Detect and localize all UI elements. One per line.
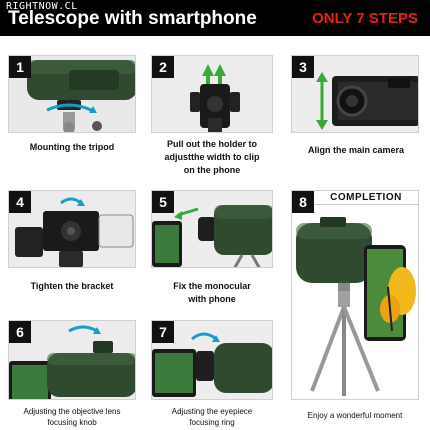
step-number: 8 [292, 191, 314, 213]
step-2-caption: Pull out the holder to adjustthe width t… [164, 139, 260, 175]
step-6-caption: Adjusting the objective lens focusing kn… [23, 407, 121, 427]
step-5-panel: 5 [151, 190, 273, 268]
mounting-tripod-illustration [9, 56, 135, 132]
step-5-caption: Fix the monocular with phone [173, 281, 251, 304]
step-7-panel: 7 [151, 320, 273, 400]
align-camera-illustration [292, 56, 418, 132]
step-8-panel: 8 COMPLETION [291, 190, 419, 400]
header-bar: RIGHTNOW.CL Telescope with smartphone ON… [0, 0, 430, 36]
step-number: 3 [292, 56, 314, 78]
step-number: 5 [152, 191, 174, 213]
step-2-panel: 2 [151, 55, 273, 133]
step-7-caption: Adjusting the eyepiece focusing ring [171, 407, 253, 427]
steps-badge: ONLY 7 STEPS [312, 10, 418, 27]
step-number: 6 [9, 321, 31, 343]
step-4-panel: 4 [8, 190, 136, 268]
step-3-caption: Align the main camera [307, 145, 405, 155]
phone-holder-illustration [152, 56, 272, 132]
brand-watermark: RIGHTNOW.CL [6, 1, 78, 12]
step-1-caption: Mounting the tripod [29, 142, 115, 152]
step-3-panel: 3 [291, 55, 419, 133]
step-6-panel: 6 [8, 320, 136, 400]
step-number: 1 [9, 56, 31, 78]
page-title: Telescope with smartphone [8, 8, 257, 29]
completion-title: COMPLETION [314, 191, 418, 205]
step-number: 2 [152, 56, 174, 78]
completion-illustration [292, 205, 418, 399]
fix-monocular-illustration [152, 191, 272, 267]
step-number: 4 [9, 191, 31, 213]
step-1-panel: 1 [8, 55, 136, 133]
step-8-caption: Enjoy a wonderful moment [307, 411, 403, 420]
step-4-caption: Tighten the bracket [30, 281, 114, 291]
step-number: 7 [152, 321, 174, 343]
objective-focus-illustration [9, 321, 135, 399]
